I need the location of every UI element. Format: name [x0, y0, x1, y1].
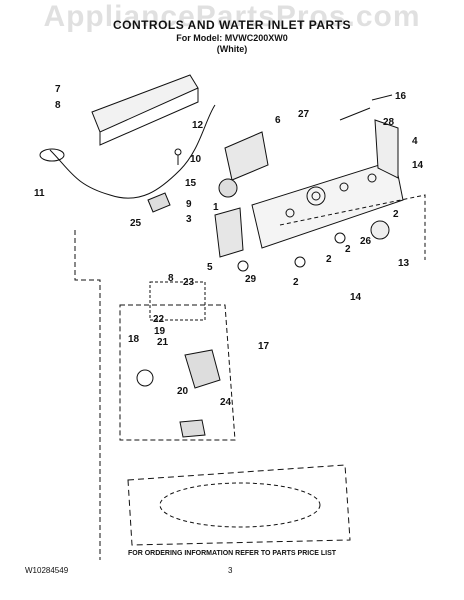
callout-24: 24 — [220, 397, 232, 408]
callout-2c: 2 — [326, 254, 332, 265]
document-number: W10284549 — [25, 566, 69, 575]
callout-26: 26 — [360, 236, 372, 247]
callout-13: 13 — [398, 258, 410, 269]
callout-2d: 2 — [293, 277, 299, 288]
callout-2b: 2 — [345, 244, 351, 255]
console-back-panel — [91, 74, 199, 133]
callout-6: 6 — [275, 115, 281, 126]
callout-17: 17 — [258, 341, 270, 352]
page-title: CONTROLS AND WATER INLET PARTS — [112, 18, 352, 32]
callout-18: 18 — [128, 334, 140, 345]
callout-3: 3 — [186, 214, 192, 225]
callout-22: 22 — [153, 314, 165, 325]
callout-8: 8 — [55, 100, 61, 111]
callout-27: 27 — [298, 109, 310, 120]
model-info: For Model: MVWC200XW0 (White) — [0, 33, 464, 55]
callout-14: 14 — [412, 160, 424, 171]
callout-15: 15 — [185, 178, 197, 189]
control-panel — [251, 159, 404, 249]
page-number: 3 — [228, 566, 233, 575]
callout-21: 21 — [157, 337, 169, 348]
callout-1: 1 — [213, 202, 219, 213]
callout-10: 10 — [190, 154, 202, 165]
callout-11: 11 — [34, 188, 45, 199]
callout-8b: 8 — [168, 273, 174, 284]
ordering-note: FOR ORDERING INFORMATION REFER TO PARTS … — [127, 550, 337, 557]
callout-20: 20 — [177, 386, 189, 397]
callout-4: 4 — [412, 136, 418, 147]
model-line: For Model: MVWC200XW0 — [176, 33, 288, 43]
color-line: (White) — [216, 44, 248, 54]
callout-7: 7 — [55, 84, 61, 95]
callout-25: 25 — [130, 218, 142, 229]
callout-16: 16 — [395, 91, 407, 102]
callout-19: 19 — [154, 326, 166, 337]
callout-2: 2 — [393, 209, 399, 220]
callout-14b: 14 — [350, 292, 362, 303]
callout-5: 5 — [207, 262, 213, 273]
callout-12: 12 — [192, 120, 204, 131]
callout-23: 23 — [183, 277, 195, 288]
watermark: AppliancePartsPros.com — [43, 0, 421, 33]
inlet-assembly-outline — [119, 304, 236, 441]
callout-28: 28 — [383, 117, 395, 128]
callout-9: 9 — [186, 199, 192, 210]
cabinet-top-outline — [127, 464, 351, 546]
callout-29: 29 — [245, 274, 257, 285]
